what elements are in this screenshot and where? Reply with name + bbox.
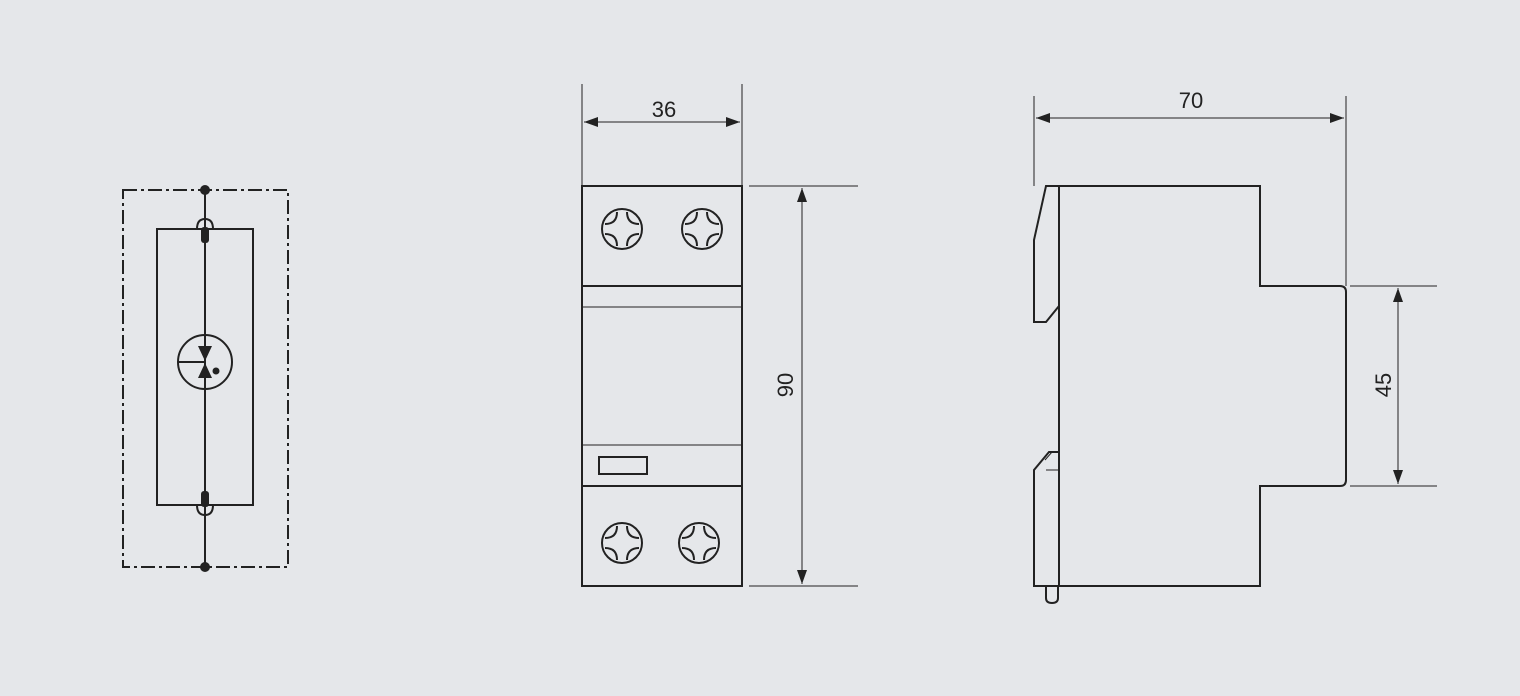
surge-arrester-icon xyxy=(177,334,233,390)
side-housing xyxy=(1058,185,1347,587)
release-tab xyxy=(1045,586,1059,605)
side-view: 70 45 xyxy=(1033,88,1437,605)
bottom-fuse-arc xyxy=(196,504,214,517)
height-dimension-label: 90 xyxy=(773,373,798,397)
lower-clip-detail xyxy=(1044,451,1059,461)
top-fuse-arc xyxy=(196,217,214,230)
screw-head-icon xyxy=(678,522,720,564)
schematic-view xyxy=(122,185,289,572)
width-dimension-label: 36 xyxy=(652,97,676,122)
screw-head-icon xyxy=(601,208,643,250)
upper-clip xyxy=(1033,185,1060,323)
front-housing xyxy=(581,185,743,587)
screw-head-icon xyxy=(601,522,643,564)
bottom-node xyxy=(200,562,210,572)
depth-dimension-label: 70 xyxy=(1179,88,1203,113)
screw-head-icon xyxy=(681,208,723,250)
top-fuse-icon xyxy=(201,227,209,243)
lower-clip xyxy=(1033,451,1059,587)
status-window xyxy=(598,456,648,475)
top-node xyxy=(200,185,210,195)
step-dimension-label: 45 xyxy=(1371,373,1396,397)
bottom-fuse-icon xyxy=(201,491,209,507)
front-view: 36 90 xyxy=(581,84,858,587)
